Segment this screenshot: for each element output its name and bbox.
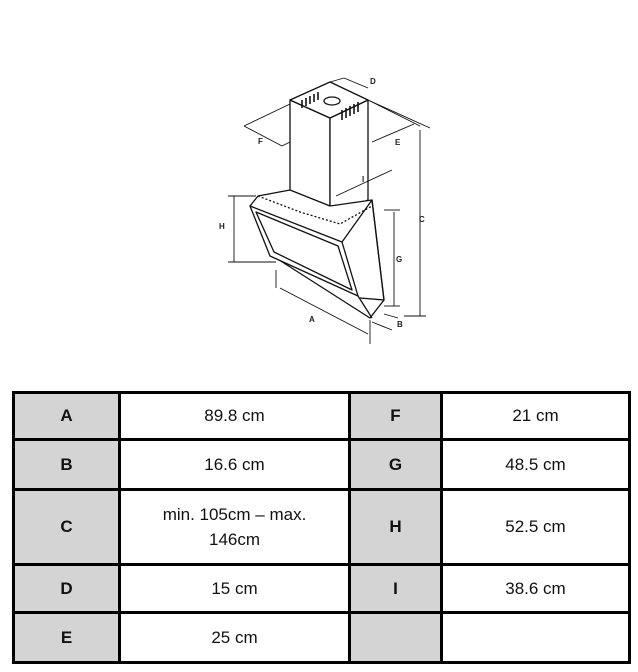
table-row: D 15 cm I 38.6 cm [12,563,631,614]
table-row: E 25 cm [12,611,631,664]
dimension-value: 21 cm [440,391,631,441]
label-c: C [419,215,425,224]
table-row: A 89.8 cm F 21 cm [12,391,631,441]
dimension-key: F [348,391,443,441]
dimension-value: 15 cm [118,563,351,614]
dimension-value: 89.8 cm [118,391,351,441]
label-e: E [395,138,401,147]
dimension-value: 38.6 cm [440,563,631,614]
cooker-hood-drawing: D F E C I H G A B [219,77,431,344]
dimension-key: G [348,438,443,491]
dimension-value: min. 105cm – max. 146cm [118,488,351,566]
dimension-key: C [12,488,121,566]
dimension-value: 16.6 cm [118,438,351,491]
dimension-value: 48.5 cm [440,438,631,491]
dimension-value: 52.5 cm [440,488,631,566]
dimension-key: H [348,488,443,566]
dimensions-table: A 89.8 cm F 21 cm B 16.6 cm G 48.5 cm C … [12,391,631,664]
dimension-key: D [12,563,121,614]
dimension-key: I [348,563,443,614]
label-a: A [309,315,315,324]
label-g: G [396,255,402,264]
dimension-key: A [12,391,121,441]
label-d: D [370,77,376,86]
dimension-value [440,611,631,664]
table-row: B 16.6 cm G 48.5 cm [12,438,631,491]
dimension-key: B [12,438,121,491]
dimension-key: E [12,611,121,664]
dimension-value: 25 cm [118,611,351,664]
table-row: C min. 105cm – max. 146cm H 52.5 cm [12,488,631,566]
label-h: H [219,222,225,231]
dimension-key [348,611,443,664]
label-i: I [362,175,364,184]
label-b: B [397,320,403,329]
hood-diagram: D F E C I H G A B [219,77,431,344]
label-f: F [258,137,263,146]
